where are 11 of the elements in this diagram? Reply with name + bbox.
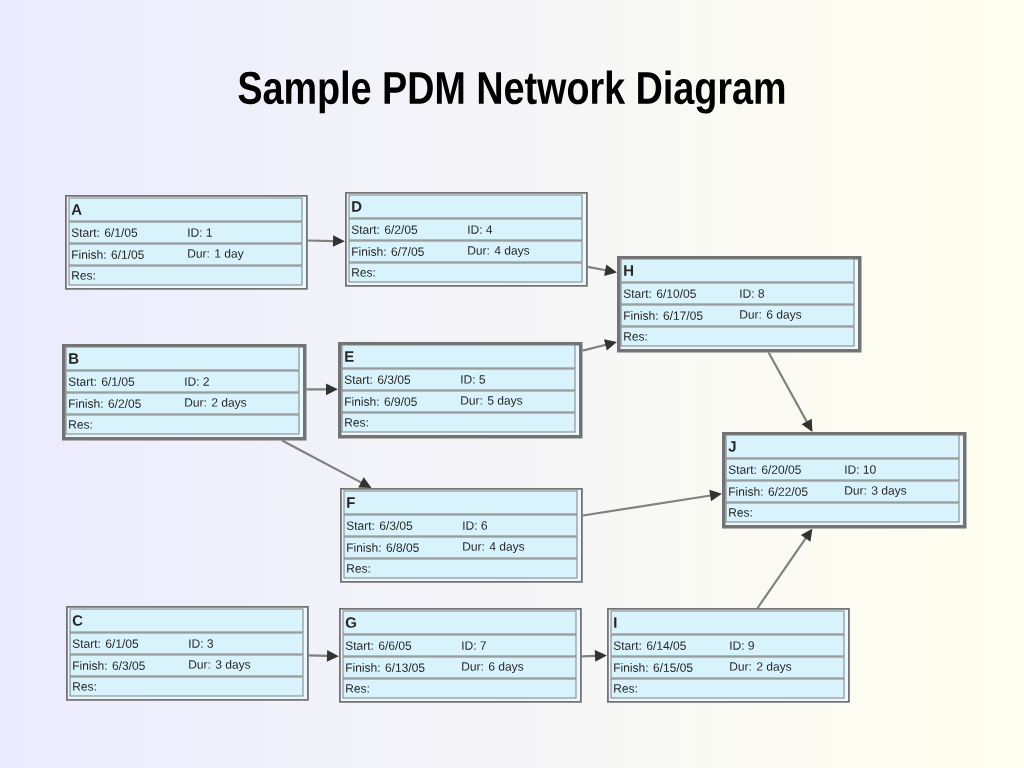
activity-box: J Start: 6/20/05 ID: 10 Finish: 6/22/05 Dur: 3 days Res: <box>722 432 967 529</box>
activity-box: F Start: 6/3/05 ID: 6 Finish: 6/8/05 Dur: 4 days Res: <box>340 488 583 583</box>
activity-box: B Start: 6/1/05 ID: 2 Finish: 6/2/05 Dur: 2 days Res: <box>62 344 307 441</box>
activity-box: H Start: 6/10/05 ID: 8 Finish: 6/17/05 Dur: 6 days Res: <box>617 256 862 353</box>
activity-box: C Start: 6/1/05 ID: 3 Finish: 6/3/05 Dur: 3 days Res: <box>66 606 309 701</box>
activity-box: G Start: 6/6/05 ID: 7 Finish: 6/13/05 Dur: 6 days Res: <box>339 608 582 703</box>
activity-box: A Start: 6/1/05 ID: 1 Finish: 6/1/05 Dur: 1 day Res: <box>65 195 308 290</box>
activity-box: I Start: 6/14/05 ID: 9 Finish: 6/15/05 Dur: 2 days Res: <box>607 608 850 703</box>
activity-box: D Start: 6/2/05 ID: 4 Finish: 6/7/05 Dur: 4 days Res: <box>345 192 588 287</box>
activity-box: E Start: 6/3/05 ID: 5 Finish: 6/9/05 Dur: 5 days Res: <box>338 342 583 439</box>
title: Sample PDM Network Diagram <box>238 70 785 114</box>
